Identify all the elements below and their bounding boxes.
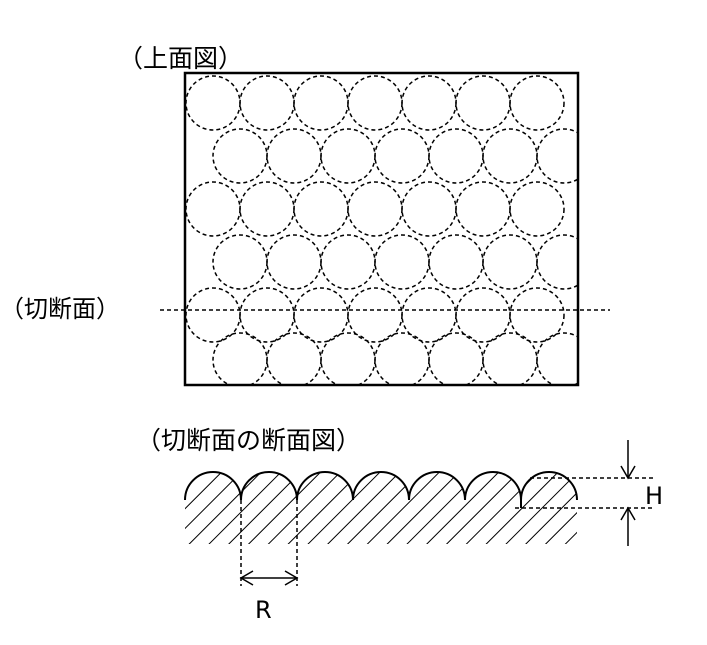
dashed-circle [185, 287, 241, 343]
dashed-circle [212, 128, 268, 184]
dashed-circle [320, 234, 376, 290]
section-view [184, 471, 578, 544]
top-view-outline [183, 71, 580, 387]
dashed-circle [347, 75, 403, 131]
dashed-circle [536, 128, 578, 184]
height-dimension [515, 440, 655, 546]
height-arrow-up [620, 506, 636, 521]
dashed-circle [185, 75, 241, 131]
dashed-circle [239, 181, 295, 237]
height-label: H [645, 482, 664, 510]
section-hatching [185, 472, 577, 544]
dashed-circle [212, 234, 268, 290]
dashed-circle [266, 234, 322, 290]
section-profile [184, 471, 578, 501]
dashed-circle [320, 332, 376, 385]
dashed-circle [401, 181, 457, 237]
dashed-circle [509, 287, 565, 343]
dashed-circle [374, 332, 430, 385]
dashed-circle [185, 181, 241, 237]
dashed-circle [239, 75, 295, 131]
circle-grid [185, 75, 578, 385]
dashed-circle [455, 75, 511, 131]
cut-plane-label: （切断面） [0, 295, 120, 323]
dashed-circle [212, 332, 268, 385]
radius-arrow-right [284, 570, 299, 586]
dashed-circle [266, 332, 322, 385]
dashed-circle [509, 75, 565, 131]
dashed-circle [374, 128, 430, 184]
dashed-circle [293, 181, 349, 237]
dashed-circle [482, 332, 538, 385]
dashed-circle [428, 234, 484, 290]
dashed-circle [509, 181, 565, 237]
radius-arrow-left [239, 570, 254, 586]
radius-label: R [255, 596, 272, 624]
dashed-circle [455, 181, 511, 237]
dashed-circle [374, 234, 430, 290]
dashed-circle [347, 181, 403, 237]
dashed-circle [536, 234, 578, 290]
dashed-circle [266, 128, 322, 184]
section-view-label: （切断面の断面図） [136, 426, 362, 455]
top-view [183, 71, 580, 387]
dashed-circle [482, 234, 538, 290]
top-view-label: （上面図） [118, 44, 244, 73]
dashed-circle [428, 332, 484, 385]
dashed-circle [428, 128, 484, 184]
radius-dimension [239, 500, 299, 586]
dashed-circle [293, 75, 349, 131]
dashed-circle [320, 128, 376, 184]
dashed-circle [401, 75, 457, 131]
dashed-circle [482, 128, 538, 184]
height-arrow-down [620, 465, 636, 480]
dashed-circle [536, 332, 578, 385]
